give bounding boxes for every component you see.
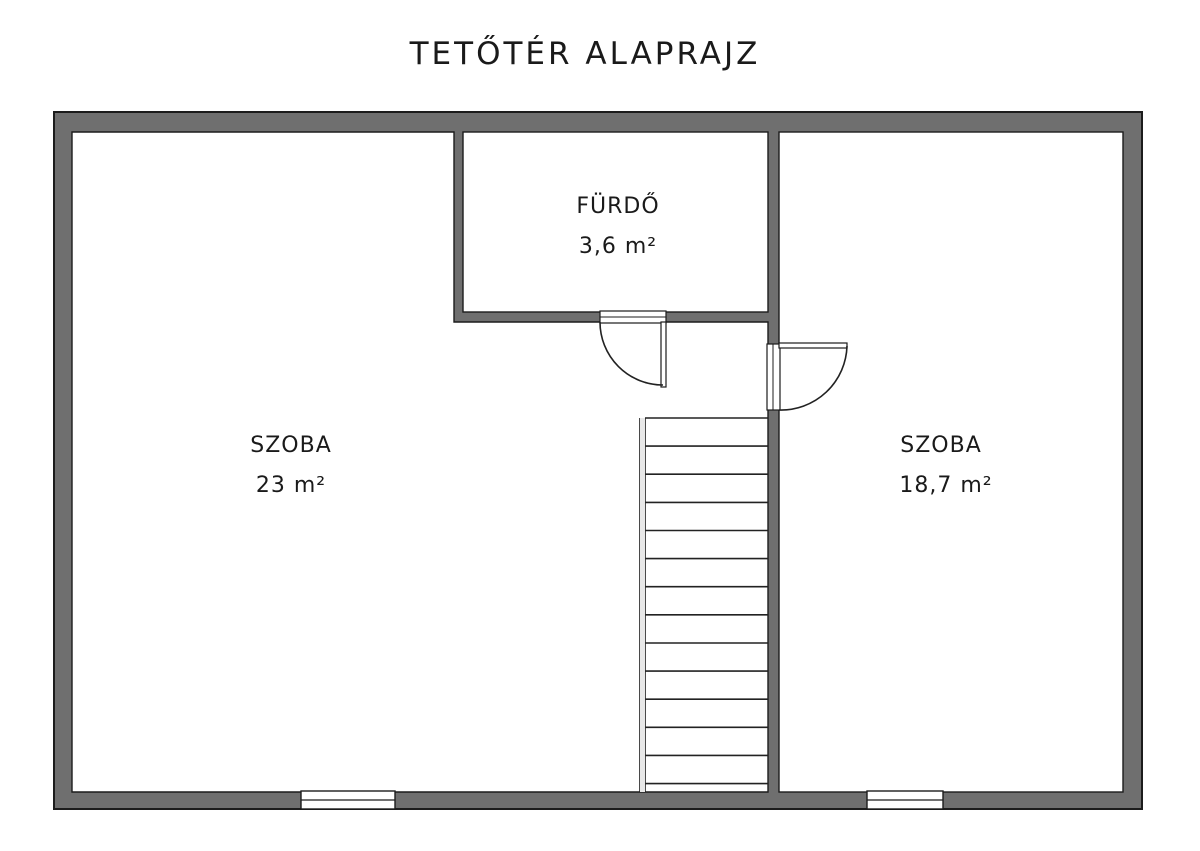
bathroom-area: 3,6 m²	[579, 234, 657, 259]
bathroom-floor	[463, 132, 768, 312]
room-labels: SZOBA 23 m² FÜRDŐ 3,6 m² SZOBA 18,7 m²	[250, 193, 992, 498]
left-room-name: SZOBA	[250, 433, 332, 458]
staircase	[639, 417, 768, 792]
right-room-floor	[779, 132, 1123, 792]
window-right	[866, 790, 944, 810]
bathroom-door	[599, 310, 667, 388]
window-left	[300, 790, 396, 810]
left-room-area: 23 m²	[256, 473, 326, 498]
plan-title: TETŐTÉR ALAPRAJZ	[409, 36, 761, 72]
left-room-floor	[72, 132, 768, 792]
right-room-door	[766, 342, 848, 411]
right-room-area: 18,7 m²	[899, 473, 992, 498]
right-room-name: SZOBA	[900, 433, 982, 458]
room-floors	[72, 132, 1123, 792]
bathroom-name: FÜRDŐ	[576, 193, 659, 219]
